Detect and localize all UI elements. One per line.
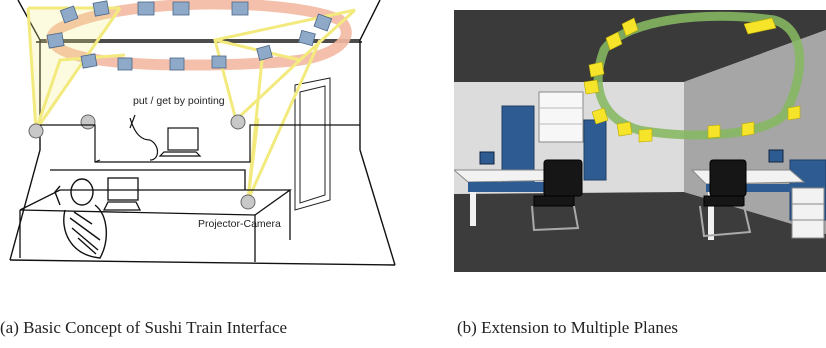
card [59,5,79,24]
panel-a-sketch: put / get by pointing Projector-Camera [0,0,400,270]
sushi-loop-path [46,0,352,71]
projection-beam-left [26,6,126,131]
sushi-train-concept-sketch: put / get by pointing Projector-Camera [9,0,396,266]
projector-lens [230,114,246,130]
card [707,124,721,139]
card [172,1,190,16]
card [621,17,639,37]
projector-lens [28,123,44,139]
projection-beam-right [213,8,357,201]
card [743,17,777,35]
door [294,77,331,211]
sushi-cards-3d [583,17,801,143]
monitor [768,149,784,163]
multi-plane-office-render [454,10,826,272]
card [741,121,755,137]
sushi-cards [46,0,333,71]
monitor [479,151,495,165]
card [92,0,110,17]
card [298,29,316,47]
panel-b-render [454,10,826,272]
card [787,105,801,121]
card [591,107,609,125]
projector-lens [240,194,256,210]
card [169,57,185,71]
card [117,57,133,71]
seated-person [54,178,107,259]
annotation-projector-camera: Projector-Camera [198,218,281,230]
caption-b: (b) Extension to Multiple Planes [457,318,678,337]
card [256,44,273,61]
card [616,121,633,137]
window [538,91,584,143]
cabinet [583,119,607,181]
projector-lens [80,114,96,130]
back-desk [40,114,360,163]
monitors [479,149,784,165]
back-monitor [167,127,199,151]
card [605,31,623,51]
card [80,53,98,69]
card [583,79,600,95]
card [137,1,155,16]
chairs [531,159,752,238]
front-desk [19,169,293,262]
card [231,1,249,16]
card [46,32,65,49]
card [211,55,227,69]
chair-left [531,159,583,232]
sushi-loop-path-3d [593,11,805,140]
annotation-pointing: put / get by pointing [133,95,225,107]
caption-a: (a) Basic Concept of Sushi Train Interfa… [0,318,288,337]
floor [454,192,826,272]
card [638,128,653,143]
card [313,13,333,32]
card [588,61,605,78]
front-laptop-screen [107,177,139,201]
ceiling [454,10,826,82]
chair-right [699,159,752,238]
